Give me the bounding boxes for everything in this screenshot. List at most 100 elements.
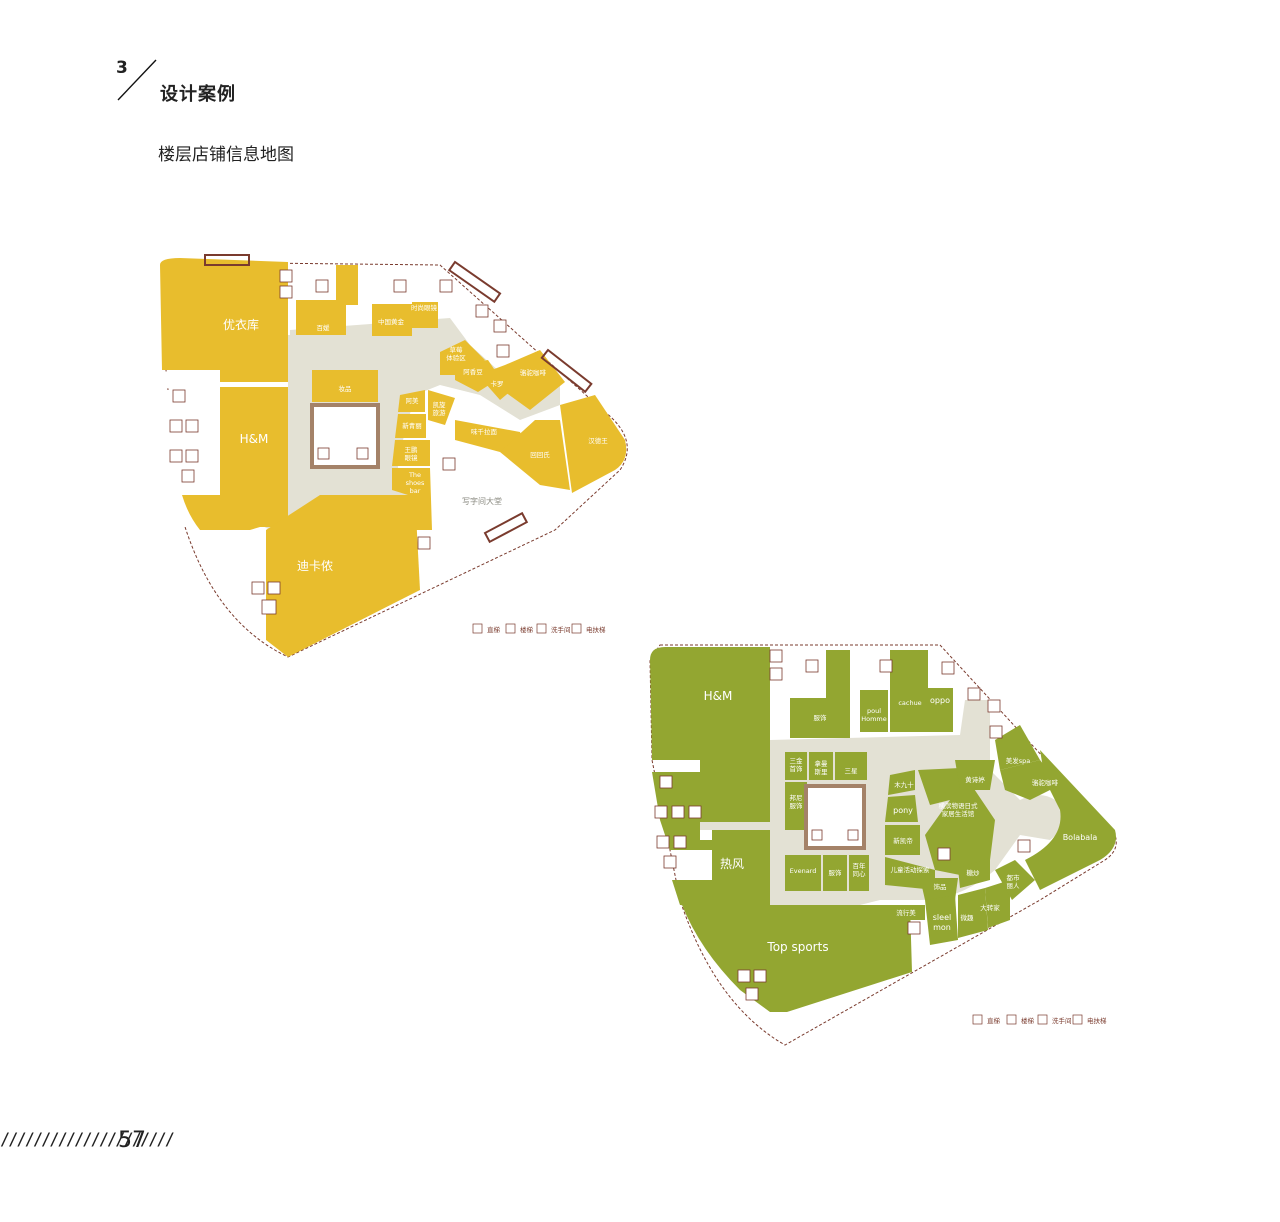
- label-shipin-2: 饰品: [934, 882, 947, 891]
- page-number: 57: [118, 1128, 146, 1153]
- elevator-icon: [472, 623, 483, 634]
- elevator-icon: [169, 449, 183, 463]
- stairs-icon: [663, 855, 677, 869]
- label-oppo: oppo: [930, 696, 950, 705]
- store-fushi-top: [790, 698, 850, 738]
- label-hm-1: H&M: [240, 432, 269, 446]
- elevator-icon: [279, 269, 293, 283]
- label-cachue: cachue: [898, 699, 921, 707]
- store-bolabala: [1025, 750, 1116, 890]
- stairs-icon: [505, 623, 516, 634]
- elevator-icon: [654, 805, 668, 819]
- store-hengbin: [918, 768, 995, 875]
- store-bainian: [849, 855, 869, 891]
- label-shipin: 妆品: [339, 384, 352, 393]
- label-sanxing: 三星: [845, 767, 859, 775]
- store-kaixuan: [428, 390, 455, 425]
- elevator-icon: [937, 847, 951, 861]
- escalator-icon: [847, 829, 859, 841]
- label-amei: 阿美: [406, 396, 420, 405]
- map1-door-top: [204, 254, 250, 266]
- store-meifa: [995, 725, 1040, 770]
- legend-elevator-2: 直梯: [987, 1016, 1001, 1025]
- store-decathlon: [266, 495, 420, 657]
- elevator-icon: [185, 419, 199, 433]
- legend-restroom: 洗手间: [551, 625, 571, 634]
- label-evenard: Evenard: [790, 867, 817, 875]
- legend-escalator-2: 电扶梯: [1087, 1016, 1107, 1025]
- map1-door-ne: [447, 260, 502, 304]
- stairs-icon: [172, 389, 186, 403]
- store-weiqu: [958, 888, 988, 938]
- page-subtitle: 楼层店铺信息地图: [158, 145, 294, 165]
- store-poul-homme: [860, 690, 888, 732]
- label-muyujiu: 木九十: [894, 780, 914, 789]
- map2-legend: 直梯 楼梯 洗手间 电扶梯: [972, 1014, 1107, 1025]
- label-decathlon: 迪卡侬: [297, 559, 333, 573]
- store-dushi: [995, 860, 1035, 900]
- store-shishang-yanjing: [412, 302, 438, 328]
- label-office-lobby: 写字间大堂: [462, 496, 502, 506]
- label-hm-2: H&M: [704, 689, 733, 703]
- stairs-icon: [417, 536, 431, 550]
- stairs-icon: [659, 775, 673, 789]
- escalator-icon: [1072, 1014, 1083, 1025]
- elevator-icon: [656, 835, 670, 849]
- stairs-icon: [439, 279, 453, 293]
- escalator-icon: [356, 447, 369, 460]
- store-hm-2: [650, 647, 770, 850]
- store-xinqing: [395, 414, 426, 438]
- escalator-icon: [571, 623, 582, 634]
- label-kaluo: 卡罗: [491, 379, 504, 388]
- store-muyujiu: [888, 770, 915, 795]
- restroom-icon: [941, 661, 955, 675]
- store-weiqian: [455, 420, 525, 452]
- store-evenard: [785, 855, 821, 891]
- store-jiangbei: [958, 858, 990, 888]
- elevator-icon: [267, 581, 281, 595]
- elevator-icon: [442, 457, 456, 471]
- label-top-sports: Top sports: [766, 940, 828, 954]
- legend-escalator: 电扶梯: [586, 625, 606, 634]
- store-handewang: [560, 395, 627, 493]
- label-weiqian: 味千拉面: [471, 427, 498, 436]
- elevator-icon: [251, 581, 265, 595]
- store-sleel: [925, 895, 958, 945]
- store-baixiu: [296, 300, 346, 335]
- restroom-icon: [261, 599, 277, 615]
- store-shipin: [312, 370, 378, 402]
- store-pony: [885, 795, 918, 822]
- restroom-icon: [536, 623, 547, 634]
- map1-legend: 直梯 楼梯 洗手间 电扶梯: [472, 623, 606, 634]
- store-naman: [809, 752, 833, 780]
- store-uniqlo: [160, 258, 288, 382]
- label-baixiu: 百媛: [317, 323, 331, 332]
- store-huiyuanshi: [500, 420, 570, 490]
- store-xinkaidi: [885, 825, 920, 855]
- label-bolabala: Bolabala: [1063, 833, 1098, 842]
- escalator-icon: [317, 447, 330, 460]
- section-number: 3: [116, 58, 128, 78]
- elevator-icon: [169, 419, 183, 433]
- store-top-sports: [682, 905, 912, 1012]
- label-ertong: 儿童活动探索: [891, 865, 931, 874]
- stairs-icon: [967, 687, 981, 701]
- store-fushi-mid: [823, 855, 847, 891]
- elevator-icon: [475, 304, 489, 318]
- escalator-icon: [811, 829, 823, 841]
- elevator-icon: [769, 649, 783, 663]
- label-meifa: 美发spa: [1006, 756, 1031, 765]
- label-meitiejie: 黄诗婷: [965, 775, 985, 784]
- stairs-icon: [1006, 1014, 1017, 1025]
- stairs-icon: [805, 659, 819, 673]
- store-hm-2-ext: [672, 880, 712, 905]
- label-jiangbei: 糖炒: [967, 868, 981, 877]
- label-dazhuanjia: 大转家: [980, 903, 1000, 912]
- stairs-icon: [393, 279, 407, 293]
- restroom-icon: [1037, 1014, 1048, 1025]
